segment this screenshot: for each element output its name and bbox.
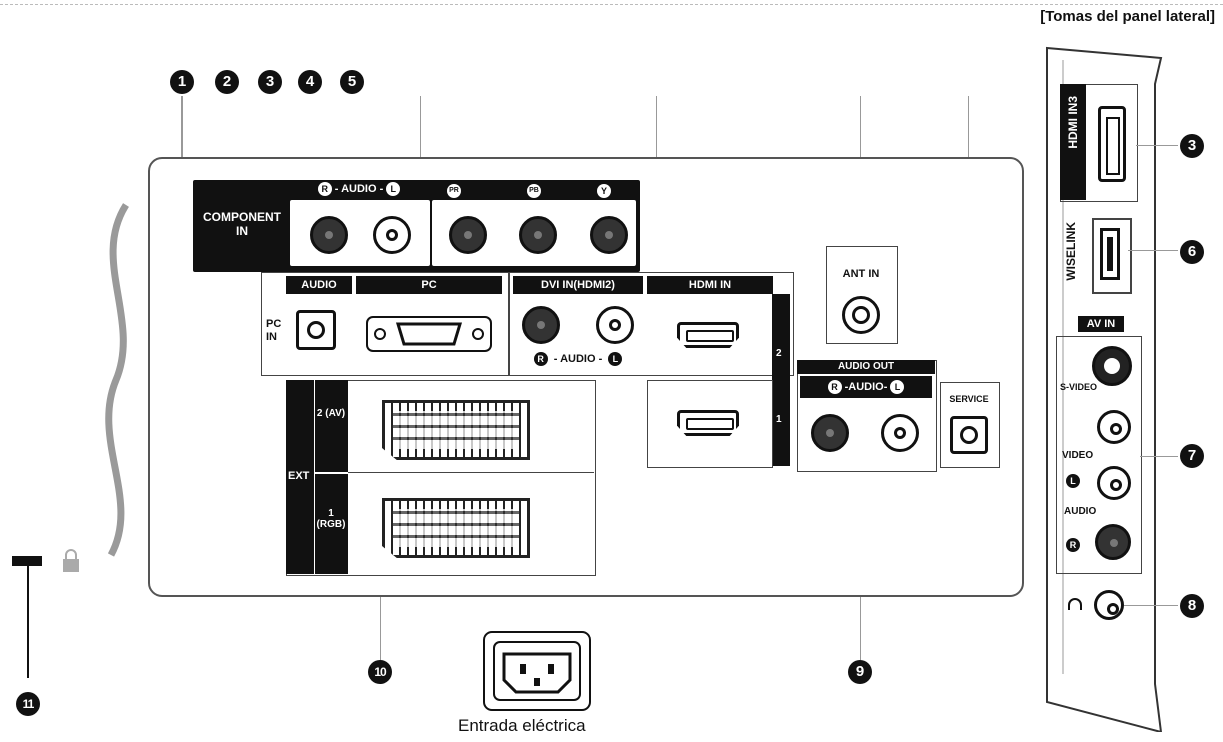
service-label: SERVICE <box>949 394 989 404</box>
av-in-header: AV IN <box>1078 316 1124 332</box>
callout-8: 8 <box>1180 594 1204 618</box>
component-audio-header: R - AUDIO - L <box>292 182 426 199</box>
hdmi3-port[interactable] <box>1098 106 1126 182</box>
ext-divider <box>314 380 315 574</box>
leader-6 <box>1128 250 1178 251</box>
s-video-jack[interactable] <box>1092 346 1132 386</box>
callout-9: 9 <box>848 660 872 684</box>
callout-2: 2 <box>215 70 239 94</box>
leader-8 <box>1124 605 1178 606</box>
antenna-jack[interactable] <box>842 296 880 334</box>
side-audio-r-badge: R <box>1066 536 1080 554</box>
ext-2-label: 2 (AV) <box>316 408 346 419</box>
hdmi-port-1-area <box>647 380 773 468</box>
ext-row-divider <box>348 472 594 473</box>
audio-out-r-jack[interactable] <box>811 414 849 452</box>
wiselink-label: WISELINK <box>1064 222 1078 281</box>
component-y-jack[interactable] <box>590 216 628 254</box>
callout-10: 10 <box>368 660 392 684</box>
power-caption: Entrada eléctrica <box>458 716 586 735</box>
hdmi-header: HDMI IN <box>647 276 773 294</box>
y-label: Y <box>597 182 615 198</box>
usb-port[interactable] <box>1100 228 1120 280</box>
pb-label: PB <box>527 182 545 198</box>
vga-port[interactable] <box>366 316 492 352</box>
pc-header: PC <box>356 276 502 294</box>
ext-side-bar <box>286 380 348 574</box>
dvi-audio-l-jack[interactable] <box>596 306 634 344</box>
dvi-audio-r-jack[interactable] <box>522 306 560 344</box>
service-jack[interactable] <box>950 416 988 454</box>
av-in-block <box>1056 336 1142 574</box>
component-in-label: COMPONENT IN <box>203 210 281 238</box>
hdmi-port-2-label: 2 <box>776 348 782 359</box>
pc-audio-header: AUDIO <box>286 276 352 294</box>
hdmi-1-port[interactable] <box>677 410 739 436</box>
lock-icon <box>63 549 79 572</box>
headphones-icon <box>1068 598 1082 610</box>
callout-11: 11 <box>16 692 40 716</box>
page-title: [Tomas del panel lateral] <box>1040 8 1215 25</box>
ext-label: EXT <box>288 470 310 482</box>
component-audio-r-jack[interactable] <box>310 216 348 254</box>
hdmi-port-1-label: 1 <box>776 414 782 425</box>
side-audio-l-jack[interactable] <box>1097 466 1131 500</box>
ext-1-label: 1 (RGB) <box>316 508 346 530</box>
component-audio-l-jack[interactable] <box>373 216 411 254</box>
pc-audio-jack[interactable] <box>296 310 336 350</box>
leader-10 <box>380 576 381 660</box>
side-panel-outline <box>1046 46 1163 732</box>
side-audio-label: AUDIO <box>1064 506 1097 517</box>
audio-out-l-jack[interactable] <box>881 414 919 452</box>
ext-split <box>315 472 348 474</box>
leader-11 <box>27 566 29 678</box>
pr-label: PR <box>447 182 465 198</box>
power-inlet[interactable] <box>482 630 592 712</box>
hdmi3-label-bar <box>1060 84 1086 200</box>
hdmi3-label: HDMI IN3 <box>1066 96 1080 149</box>
component-pb-jack[interactable] <box>519 216 557 254</box>
hdmi-side-bar <box>772 294 790 466</box>
callout-6: 6 <box>1180 240 1204 264</box>
video-label: VIDEO <box>1062 450 1094 461</box>
top-divider <box>0 4 1223 5</box>
side-audio-r-jack[interactable] <box>1095 524 1131 560</box>
component-pr-jack[interactable] <box>449 216 487 254</box>
scart-1-port[interactable] <box>382 498 530 558</box>
pc-in-label: PC IN <box>266 318 282 343</box>
callout-3-side: 3 <box>1180 134 1204 158</box>
side-audio-l-badge: L <box>1066 472 1080 490</box>
ant-in-label: ANT IN <box>842 268 880 280</box>
leader-3b <box>1136 145 1178 146</box>
audio-out-header: AUDIO OUT <box>797 360 935 374</box>
callout-5: 5 <box>340 70 364 94</box>
audio-out-sub-header: R -AUDIO- L <box>800 376 932 398</box>
headphone-jack[interactable] <box>1094 590 1124 620</box>
s-video-label: S-VIDEO <box>1060 382 1098 392</box>
cable-curve <box>105 203 129 557</box>
callout-7: 7 <box>1180 444 1204 468</box>
callout-1: 1 <box>170 70 194 94</box>
kensington-slot <box>12 556 42 566</box>
hdmi-2-port[interactable] <box>677 322 739 348</box>
wiselink-block <box>1092 218 1132 294</box>
scart-2-port[interactable] <box>382 400 530 460</box>
dvi-header: DVI IN(HDMI2) <box>513 276 643 294</box>
dvi-audio-label: R - AUDIO - L <box>513 352 643 366</box>
leader-component <box>420 96 421 180</box>
callout-3: 3 <box>258 70 282 94</box>
video-jack[interactable] <box>1097 410 1131 444</box>
leader-7 <box>1140 456 1178 457</box>
callout-4: 4 <box>298 70 322 94</box>
